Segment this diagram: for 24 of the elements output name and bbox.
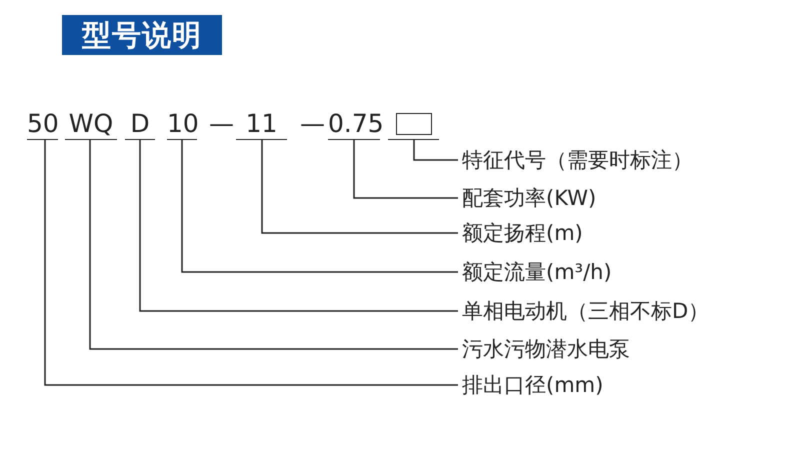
description-text: 额定流量(m³/h) [462,259,612,285]
code-segment: WQ [65,110,117,140]
title-banner: 型号说明 [62,15,222,55]
leader-line [89,140,458,350]
leader-line [139,140,458,312]
separator-dash: — [209,110,234,137]
description-text: 配套功率(KW) [462,185,596,211]
separator-dash: — [300,110,325,137]
leader-line [44,140,458,386]
leader-line [261,140,458,234]
code-segment: D [125,110,155,140]
code-segment: 0.75 [328,110,380,140]
description-text: 污水污物潜水电泵 [462,336,630,362]
description-text: 单相电动机（三相不标D） [462,298,710,324]
code-segment: 10 [167,110,197,140]
description-text: 额定扬程(m) [462,220,583,246]
description-text: 排出口径(mm) [462,372,604,398]
leader-line [413,140,458,161]
leader-line [353,140,458,199]
leader-line [181,140,458,273]
blank-code-slot [388,110,439,140]
description-text: 特征代号（需要时标注） [462,147,693,173]
code-segment: 11 [236,110,287,140]
code-segment: 50 [27,110,58,140]
